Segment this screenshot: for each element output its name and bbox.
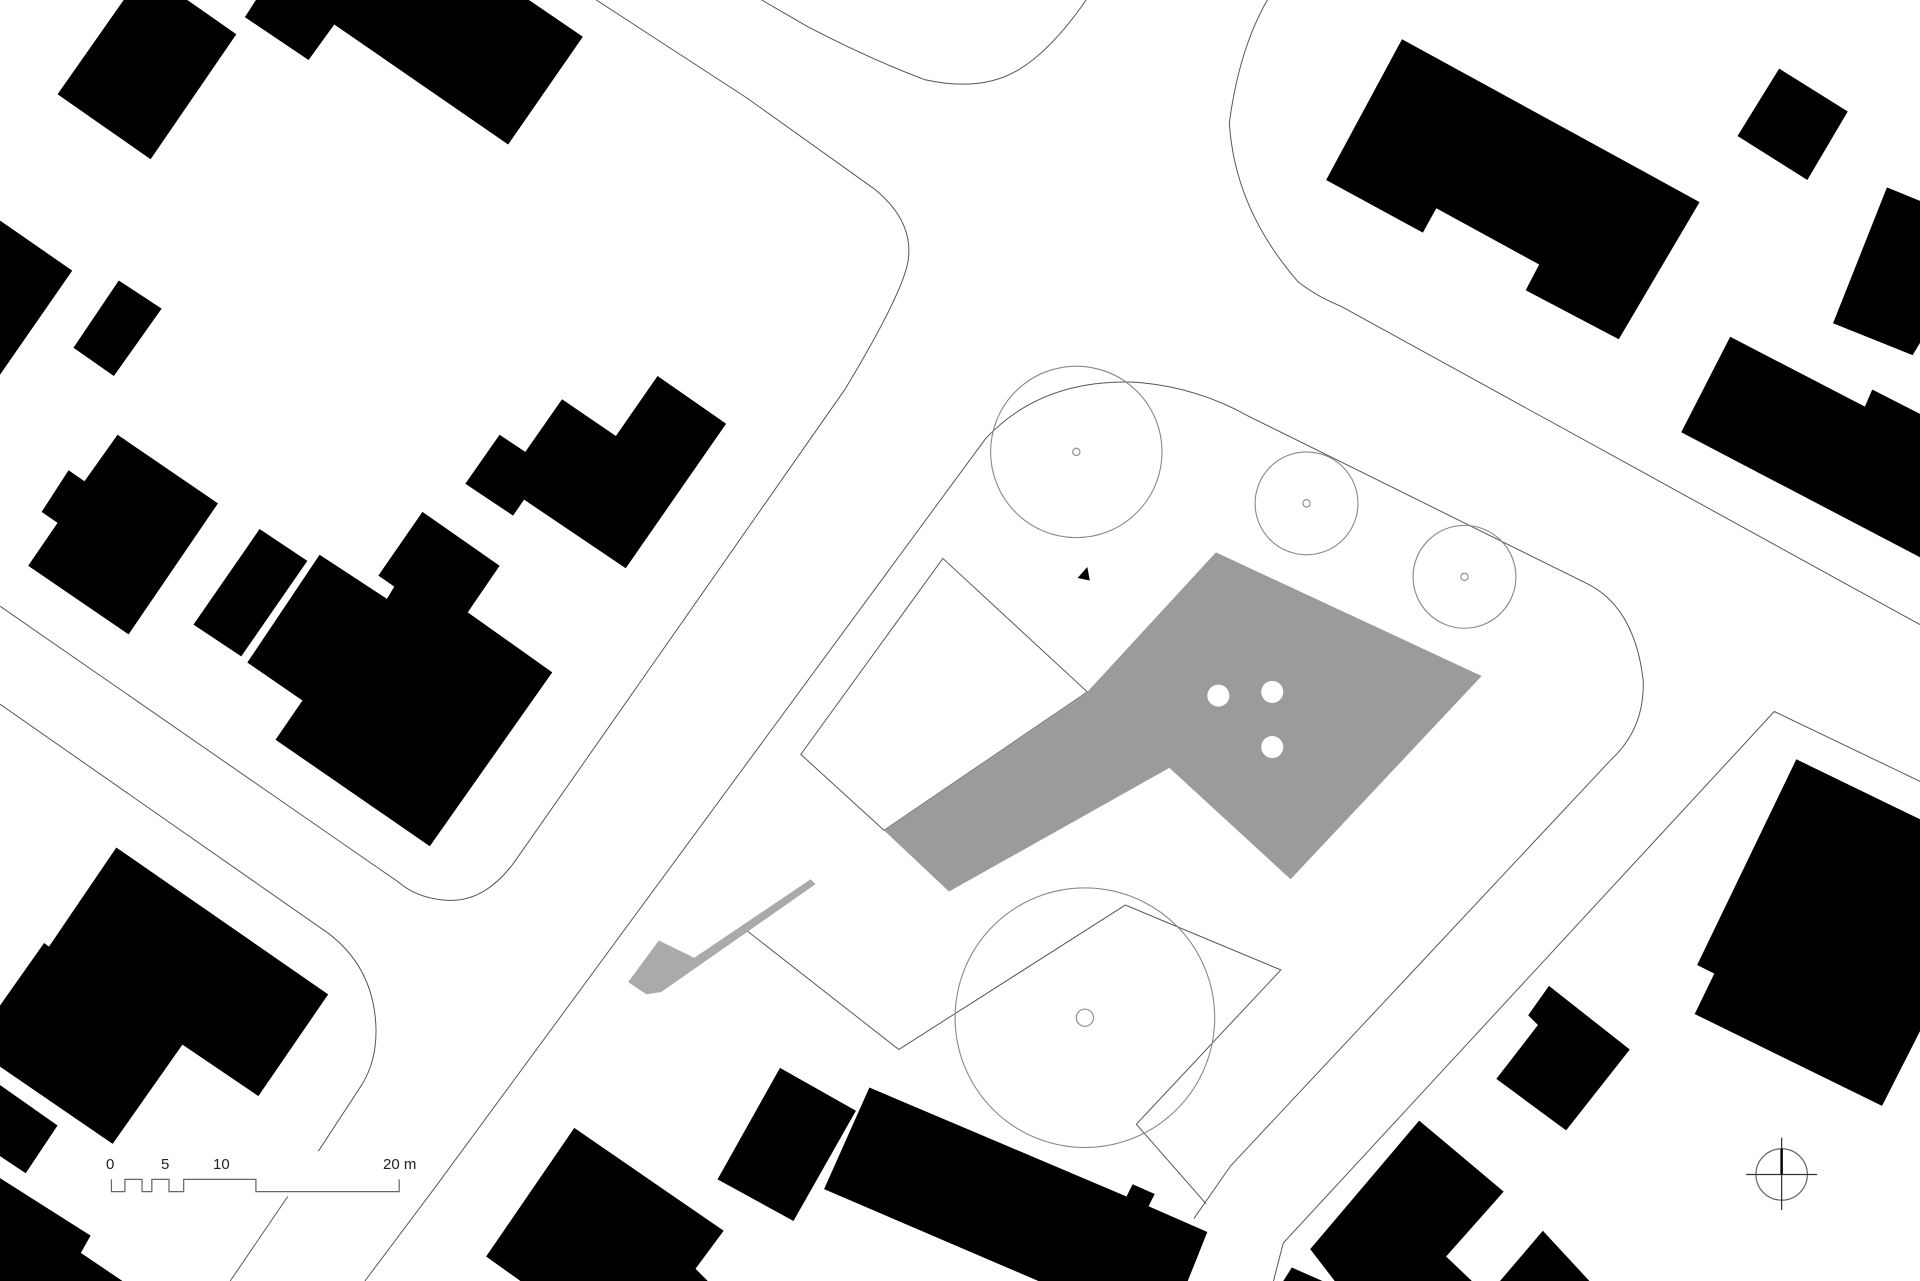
road-edge bbox=[0, 703, 377, 1152]
building bbox=[1833, 187, 1920, 356]
building bbox=[1496, 985, 1630, 1131]
building bbox=[486, 1127, 724, 1281]
building bbox=[717, 1067, 856, 1221]
tree-canopy bbox=[990, 365, 1163, 539]
building bbox=[1326, 39, 1700, 340]
building bbox=[1310, 1120, 1504, 1281]
scale-label-5: 5 bbox=[161, 1156, 170, 1173]
tree-canopy bbox=[1254, 451, 1359, 556]
building bbox=[1500, 1230, 1590, 1281]
building bbox=[0, 1178, 123, 1281]
tree-trunk bbox=[1460, 572, 1469, 582]
light-well bbox=[1261, 680, 1284, 703]
road-edge bbox=[0, 0, 910, 901]
building bbox=[1694, 759, 1920, 1106]
road-edge bbox=[1272, 710, 1920, 1281]
tree-canopy bbox=[954, 887, 1216, 1149]
project-building bbox=[628, 552, 1482, 995]
building bbox=[57, 0, 237, 160]
tree-canopy bbox=[1412, 524, 1517, 629]
terrace-outline bbox=[746, 904, 1282, 1205]
building bbox=[73, 280, 162, 376]
scale-label-0: 0 bbox=[106, 1156, 115, 1173]
building bbox=[193, 529, 308, 657]
road-edge bbox=[364, 381, 1644, 1281]
building bbox=[824, 1087, 1208, 1281]
scale-label-20m: 20 m bbox=[383, 1156, 417, 1173]
building bbox=[1681, 336, 1920, 558]
building bbox=[0, 220, 73, 375]
building bbox=[247, 511, 553, 847]
road-edge bbox=[229, 1196, 289, 1281]
road-edge bbox=[761, 0, 1087, 85]
building bbox=[1737, 68, 1848, 181]
building bbox=[1283, 1267, 1323, 1281]
scale-bar bbox=[110, 1178, 400, 1193]
light-well bbox=[1207, 684, 1230, 707]
tree-trunk bbox=[1302, 499, 1311, 508]
main-building bbox=[884, 552, 1482, 892]
road-edge bbox=[1228, 0, 1920, 626]
entrance-marker-icon bbox=[1077, 567, 1090, 581]
annex-building bbox=[628, 879, 816, 995]
building bbox=[244, 0, 583, 145]
building bbox=[465, 375, 727, 569]
trees bbox=[954, 365, 1517, 1149]
tree-trunk bbox=[1072, 447, 1081, 457]
tree-trunk bbox=[1075, 1008, 1095, 1027]
light-well bbox=[1261, 736, 1284, 759]
scale-label-10: 10 bbox=[213, 1156, 230, 1173]
building bbox=[28, 434, 218, 635]
building bbox=[0, 1085, 58, 1174]
north-arrow-icon bbox=[1746, 1137, 1818, 1210]
building bbox=[0, 847, 329, 1144]
